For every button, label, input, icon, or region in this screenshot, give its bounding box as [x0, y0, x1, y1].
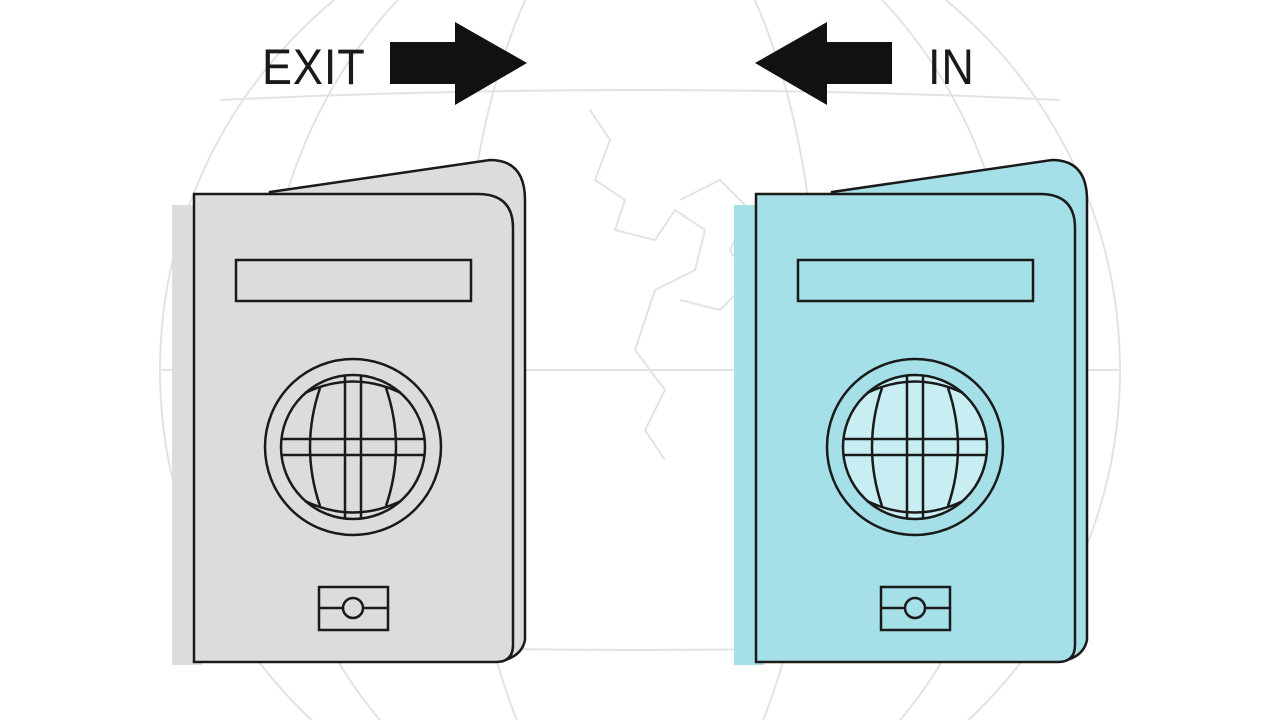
name-field [234, 258, 473, 303]
exit-label: EXIT [262, 39, 366, 95]
in-label: IN [928, 39, 975, 95]
chip-icon [879, 585, 952, 632]
name-field [796, 258, 1035, 303]
chip-icon [317, 585, 390, 632]
globe-icon [263, 357, 443, 537]
globe-icon [825, 357, 1005, 537]
